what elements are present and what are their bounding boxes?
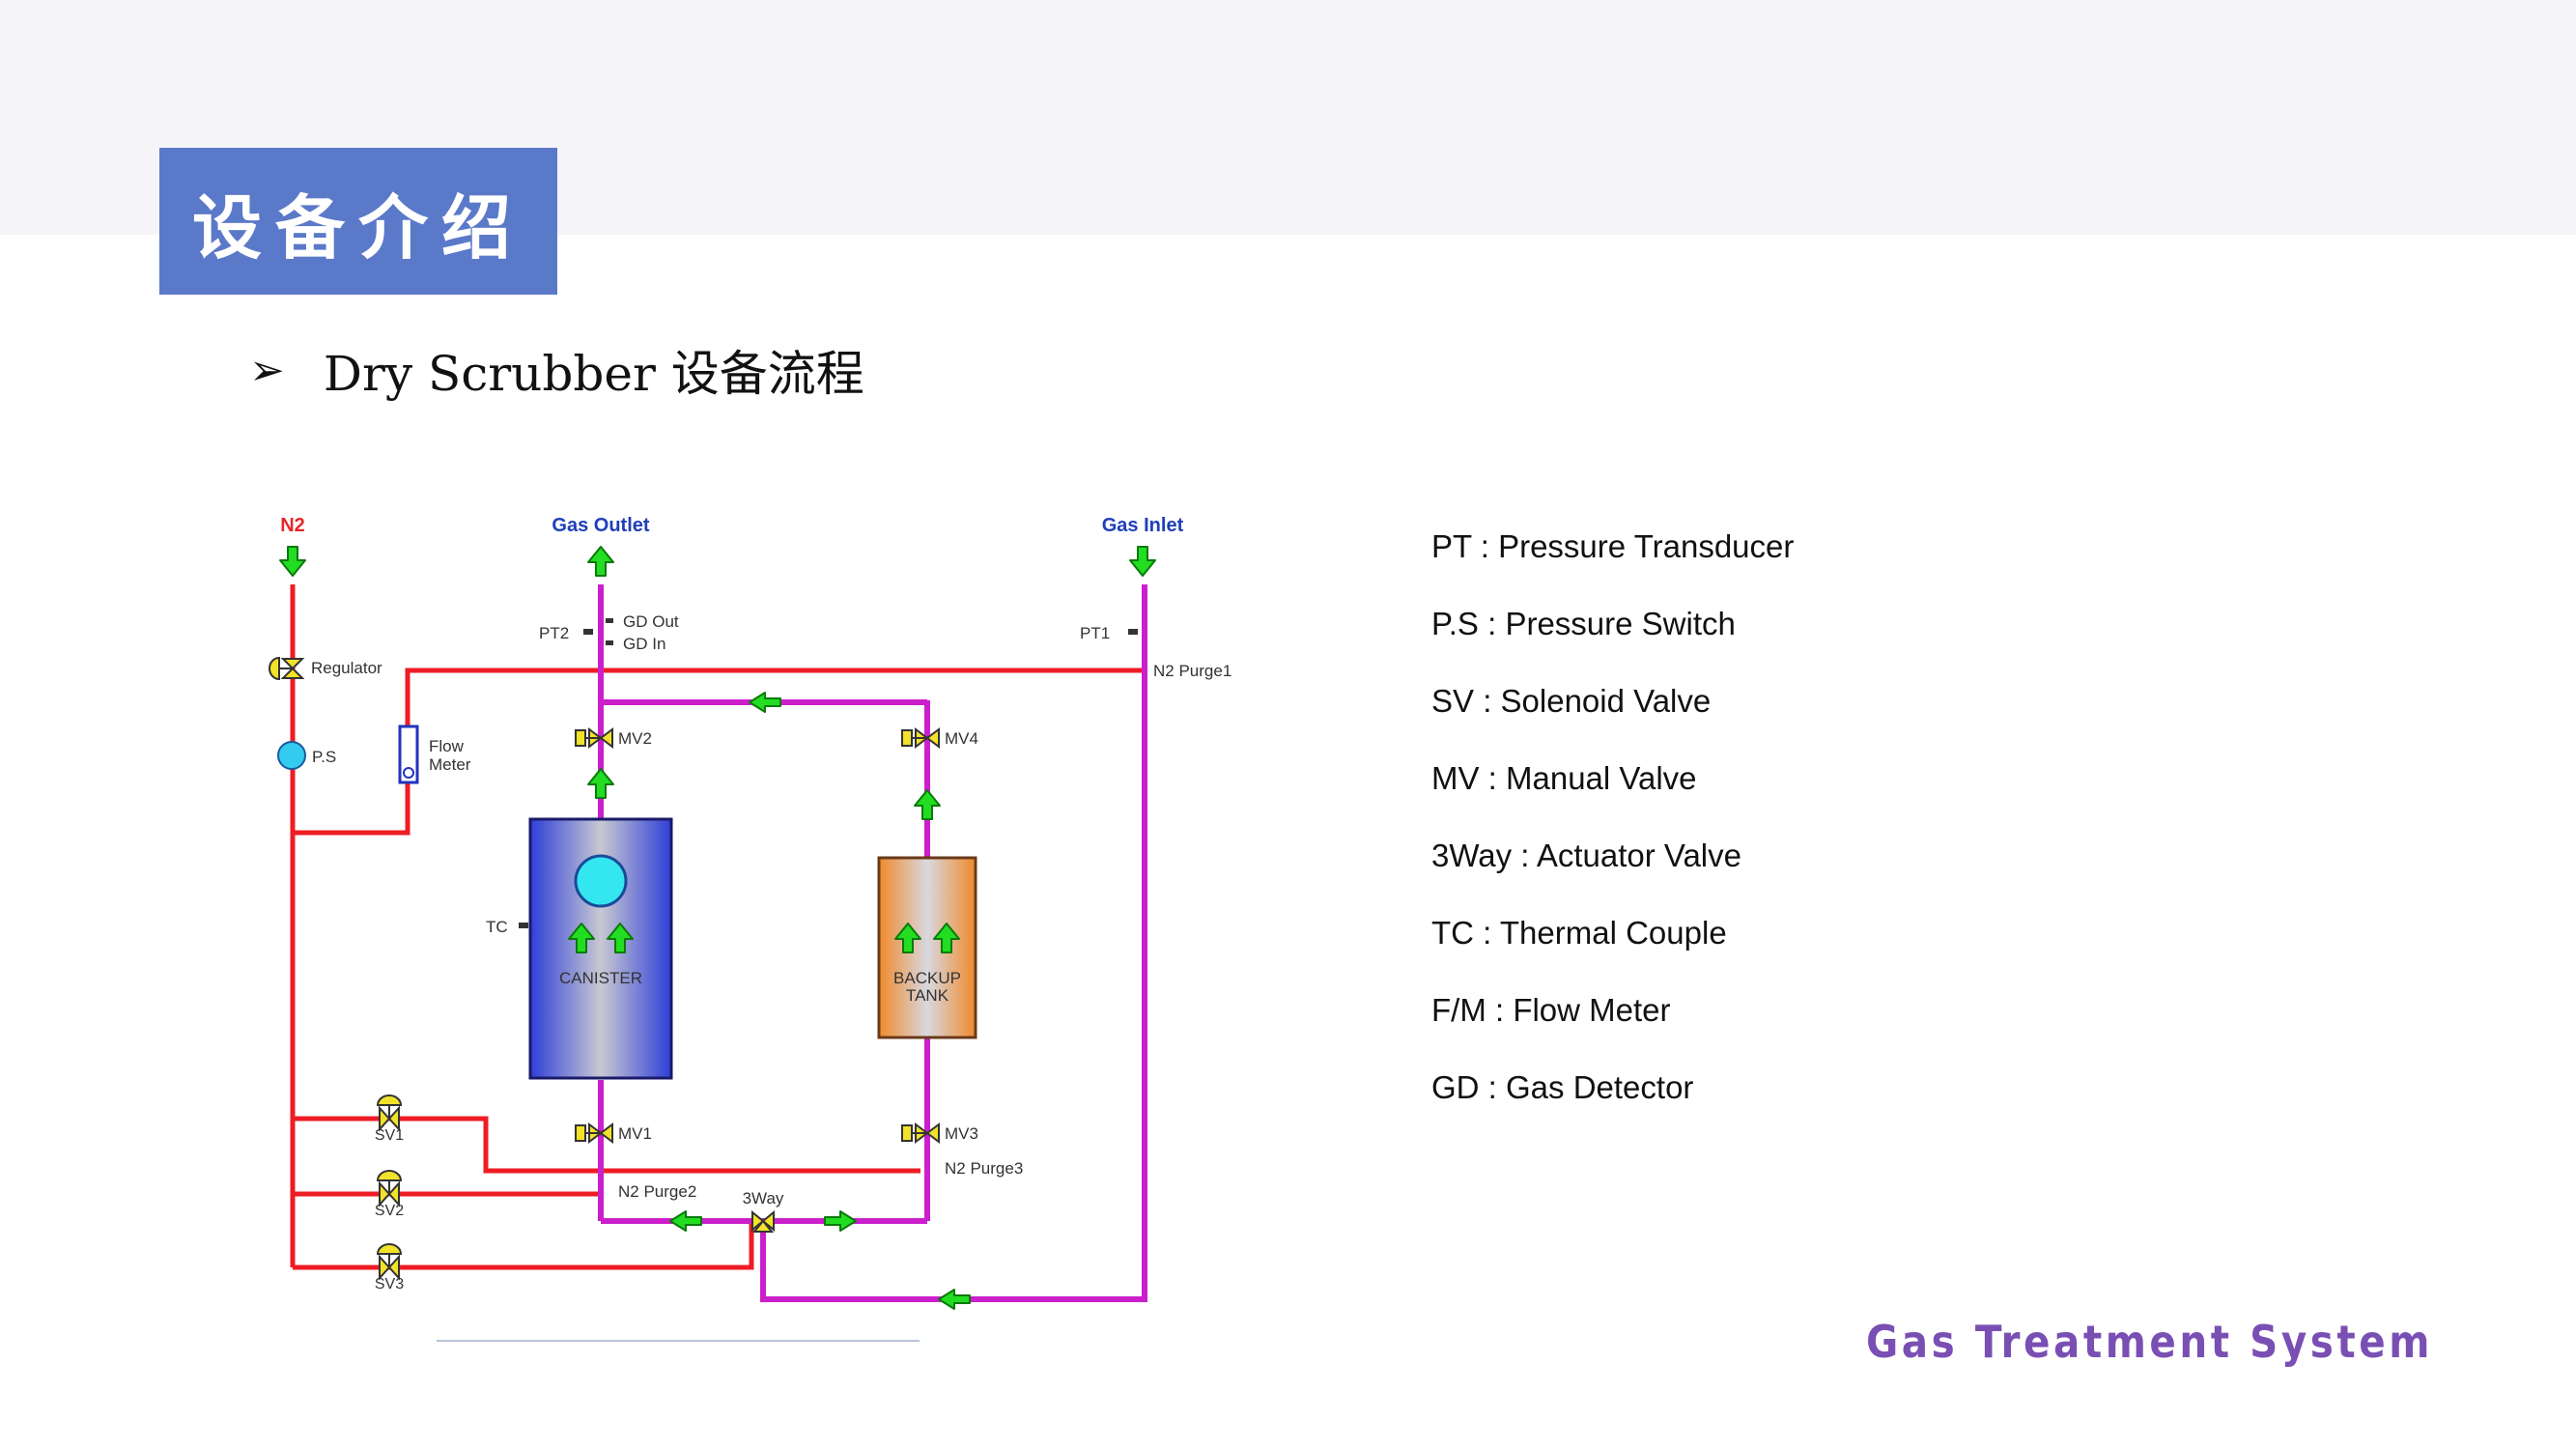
n2-label: N2 (280, 515, 305, 536)
pt1-sensor-icon (1128, 629, 1138, 635)
pt2-label: PT2 (539, 624, 569, 642)
pt1-label: PT1 (1080, 624, 1110, 642)
n2-inlet-arrow-icon (279, 546, 306, 577)
legend-item: P.S : Pressure Switch (1431, 606, 1736, 641)
gd-in-sensor-icon (606, 640, 613, 645)
gd-in-label: GD In (623, 635, 665, 653)
legend-item: SV : Solenoid Valve (1431, 683, 1712, 719)
footer-brand: Gas Treatment System (1866, 1316, 2433, 1368)
to-tank-arrow-icon (824, 1210, 857, 1232)
gas-outlet-arrow-icon (587, 546, 614, 577)
mv3-label: MV3 (945, 1124, 978, 1143)
sv2-label: SV2 (375, 1203, 404, 1219)
tc-sensor-icon (519, 923, 528, 928)
backup-tank-label-line1: BACKUP (893, 969, 961, 987)
legend-item: MV : Manual Valve (1431, 760, 1697, 796)
canister-outlet-arrow-icon (587, 768, 614, 799)
n2-purge2-label: N2 Purge2 (618, 1182, 696, 1201)
mv2-valve-icon (575, 728, 613, 748)
backup-tank-label-line2: TANK (906, 986, 949, 1005)
gas-inlet-label: Gas Inlet (1102, 515, 1184, 536)
abbreviation-legend: PT : Pressure Transducer P.S : Pressure … (1431, 520, 2108, 1138)
gd-out-label: GD Out (623, 612, 679, 631)
sv3-valve-icon (377, 1243, 402, 1279)
mv4-label: MV4 (945, 729, 978, 748)
tank-outlet-arrow-icon (914, 789, 941, 820)
gas-inlet-return-arrow-icon (938, 1289, 971, 1310)
flow-meter-label-line1: Flow (429, 737, 465, 755)
sv1-label: SV1 (375, 1127, 404, 1144)
flow-meter-icon (398, 724, 419, 784)
subtitle-text: Dry Scrubber 设备流程 (323, 346, 864, 402)
sv1-valve-icon (377, 1094, 402, 1130)
n2-purge1-label: N2 Purge1 (1153, 662, 1231, 680)
legend-item: GD : Gas Detector (1431, 1069, 1694, 1105)
canister-label: CANISTER (559, 969, 642, 987)
legend-item: TC : Thermal Couple (1431, 915, 1727, 951)
gd-out-sensor-icon (606, 618, 613, 623)
three-way-label: 3Way (743, 1189, 784, 1208)
regulator-label: Regulator (311, 659, 382, 677)
mv3-valve-icon (901, 1123, 940, 1143)
mv2-label: MV2 (618, 729, 652, 748)
tc-label: TC (486, 918, 508, 936)
gas-outlet-label: Gas Outlet (552, 515, 649, 536)
sv2-valve-icon (377, 1170, 402, 1206)
pt2-sensor-icon (583, 629, 593, 635)
bypass-flow-arrow-icon (749, 692, 781, 713)
mv1-label: MV1 (618, 1124, 652, 1143)
flow-meter-label-line2: Meter (429, 755, 471, 774)
three-way-valve-icon (751, 1209, 775, 1233)
ps-label: P.S (312, 748, 336, 766)
regulator-icon (269, 656, 305, 681)
n2-purge3-label: N2 Purge3 (945, 1159, 1023, 1178)
bullet-arrow-icon: ➢ (249, 345, 285, 395)
legend-item: 3Way : Actuator Valve (1431, 838, 1741, 873)
gas-inlet-arrow-icon (1129, 546, 1156, 577)
canister (528, 817, 673, 1080)
mv1-valve-icon (575, 1123, 613, 1143)
backup-tank (877, 856, 977, 1039)
page-title: 设备介绍 (159, 148, 557, 295)
sv3-label: SV3 (375, 1276, 404, 1293)
section-subtitle: ➢ Dry Scrubber 设备流程 (249, 336, 864, 404)
pressure-switch-icon (277, 741, 306, 770)
legend-item: PT : Pressure Transducer (1431, 528, 1795, 564)
process-flow-diagram: N2 Gas Outlet Gas Inlet Regulator P.S Fl… (269, 515, 1231, 1342)
to-canister-arrow-icon (669, 1210, 702, 1232)
legend-item: F/M : Flow Meter (1431, 992, 1671, 1028)
mv4-valve-icon (901, 728, 940, 748)
